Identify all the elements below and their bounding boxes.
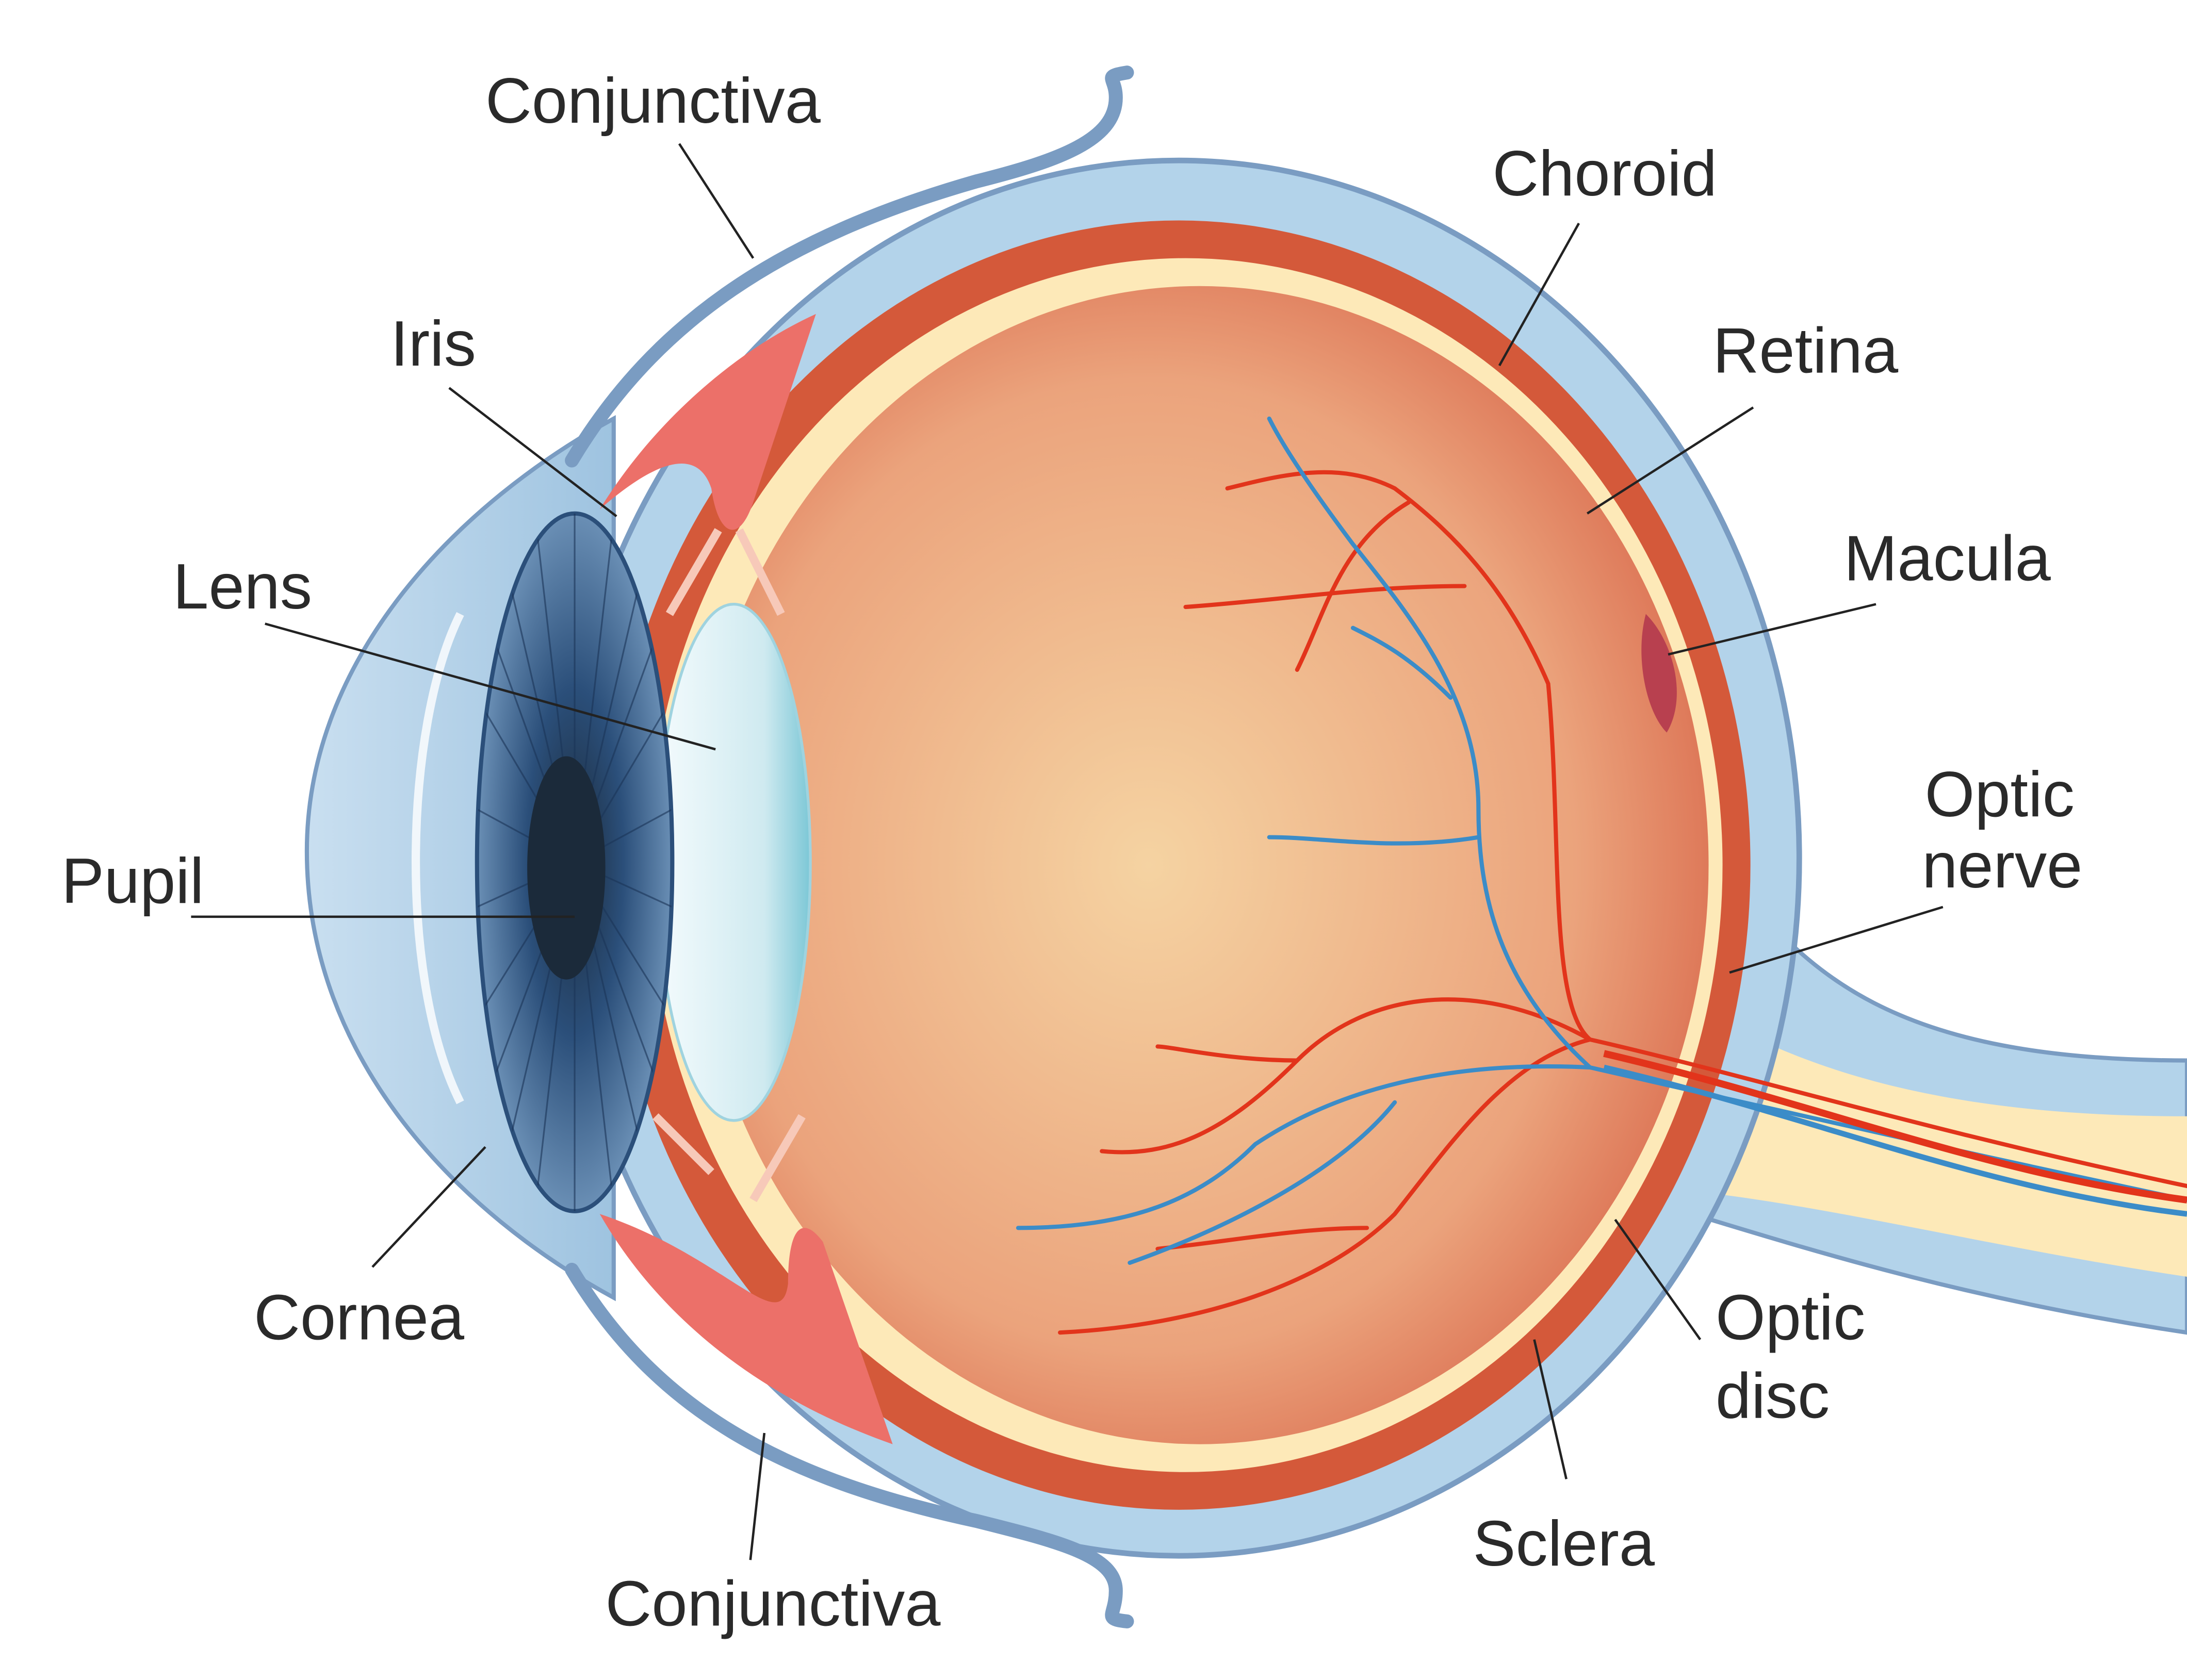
conjunctiva-lower [565, 1262, 1134, 1628]
retinal-veins [1016, 416, 2187, 1265]
leader-retina [1587, 406, 1754, 515]
label-optic-disc-line1: Optic [1716, 1282, 1865, 1354]
label-conjunctiva-bottom: Conjunctiva [606, 1568, 941, 1639]
leader-conjunctiva-bottom [749, 1432, 766, 1560]
label-cornea: Cornea [254, 1282, 465, 1354]
label-retina: Retina [1713, 315, 1899, 386]
leader-iris [448, 387, 617, 518]
label-optic-disc-line2: disc [1716, 1360, 1830, 1431]
macula [1641, 614, 1677, 733]
leader-choroid [1498, 222, 1580, 367]
label-lens: Lens [173, 551, 312, 622]
label-sclera: Sclera [1473, 1508, 1655, 1579]
label-iris: Iris [390, 308, 476, 380]
lens [655, 602, 812, 1122]
leader-optic-disc [1614, 1218, 1702, 1341]
ciliary-body-lower [599, 1214, 893, 1444]
leader-conjunctiva-top [678, 143, 755, 259]
label-conjunctiva-top: Conjunctiva [485, 65, 821, 137]
pupil [527, 756, 606, 980]
leader-optic-nerve [1729, 905, 1944, 974]
leader-cornea [371, 1146, 486, 1268]
leader-lines [191, 143, 1944, 1560]
label-choroid: Choroid [1492, 138, 1717, 209]
labels: Conjunctiva Choroid Iris Retina Lens Mac… [61, 65, 2082, 1639]
vitreous-body [690, 286, 1709, 1444]
label-optic-nerve-line1: Optic [1925, 759, 2075, 830]
leader-sclera [1533, 1339, 1568, 1479]
ciliary-body-upper [599, 314, 816, 530]
label-macula: Macula [1844, 523, 2051, 595]
retinal-arteries [1058, 470, 2187, 1335]
label-pupil: Pupil [61, 845, 204, 917]
conjunctiva-upper [565, 65, 1134, 468]
leader-lens [265, 622, 716, 751]
label-optic-nerve-line2: nerve [1922, 830, 2082, 901]
leader-macula [1668, 603, 1876, 656]
